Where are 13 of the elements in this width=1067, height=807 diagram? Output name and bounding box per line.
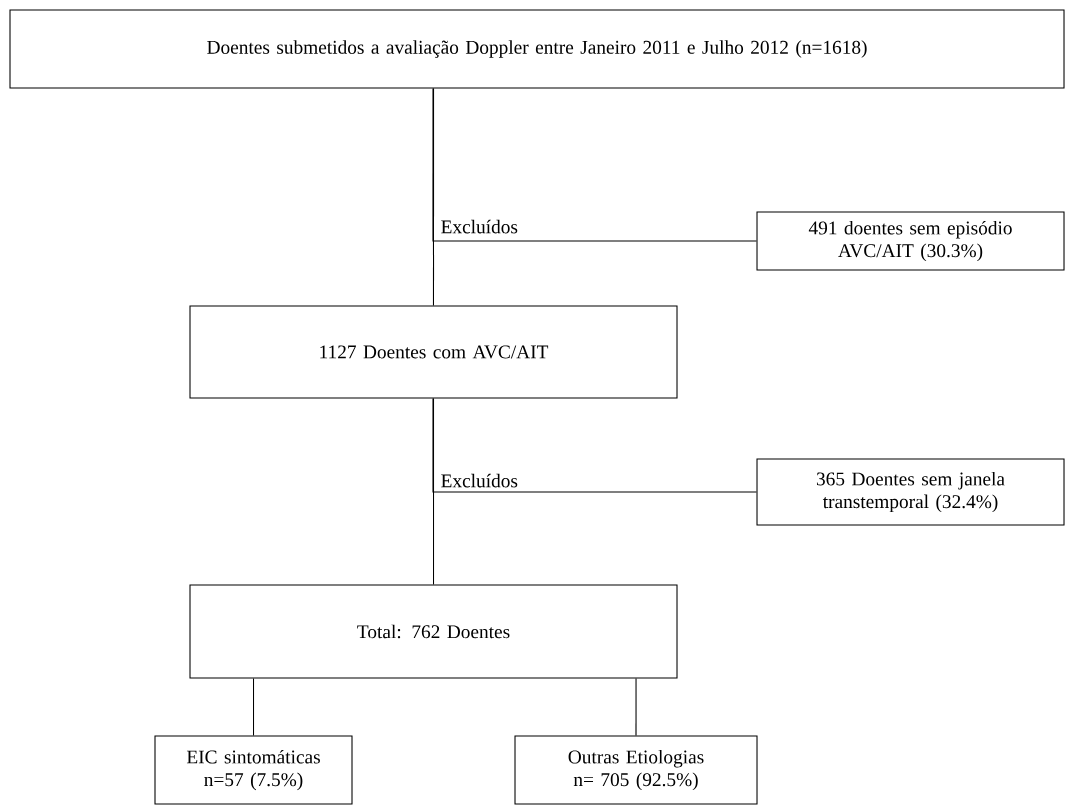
connector-line xyxy=(432,88,757,242)
flow-box: 365 Doentes sem janela transtemporal (32.4%) xyxy=(756,458,1065,526)
flow-box: Outras Etiologias n= 705 (92.5%) xyxy=(514,735,758,805)
connector-line xyxy=(432,398,757,493)
connector-line xyxy=(635,678,637,736)
connector-line xyxy=(252,678,255,736)
edge-label: Excluídos xyxy=(439,472,520,489)
flow-box: 1127 Doentes com AVC/AIT xyxy=(189,305,678,399)
flow-box: 491 doentes sem episódio AVC/AIT (30.3%) xyxy=(756,211,1065,271)
flow-box: EIC sintomáticas n=57 (7.5%) xyxy=(154,735,353,805)
flow-box: Total: 762 Doentes xyxy=(189,584,678,679)
flow-box: Doentes submetidos a avaliação Doppler entre Janeiro 2011 e Julho 2012 (n=1618) xyxy=(9,9,1065,89)
edge-label: Excluídos xyxy=(439,218,520,235)
